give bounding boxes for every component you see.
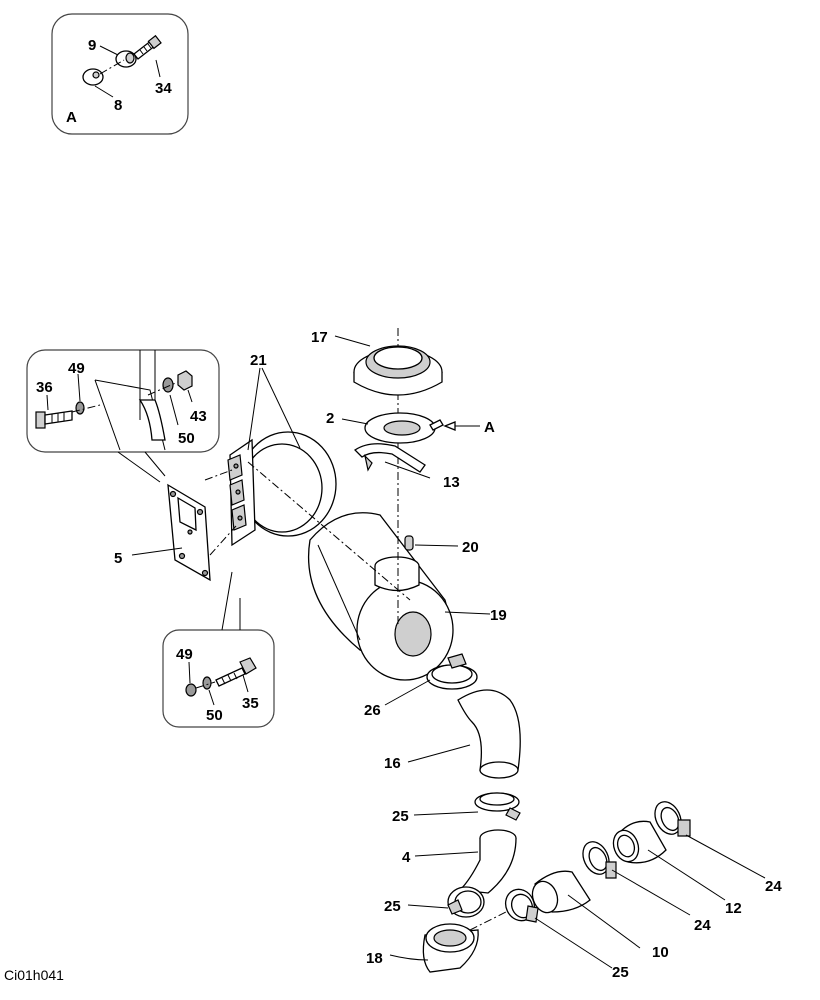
valve-20: 20: [404, 535, 479, 556]
label-18: 18: [366, 950, 383, 967]
label-25-upper: 25: [392, 808, 409, 825]
cap-9-icon: [115, 50, 137, 68]
label-a-main: A: [484, 419, 495, 436]
hose-clamp-24-right: 24: [654, 801, 782, 895]
label-36: 36: [36, 379, 53, 396]
label-16: 16: [384, 755, 401, 772]
clamp-band-21: 21: [204, 352, 337, 556]
washer-49b-icon: [185, 683, 197, 697]
hose-clamp-25-left: 25: [384, 886, 485, 918]
tube-12: 12: [612, 820, 742, 917]
label-a-detail: A: [66, 109, 77, 126]
mount-inset-top: 36 49 43 50: [26, 349, 220, 483]
label-10: 10: [652, 944, 669, 961]
nut-43-icon: [177, 370, 193, 391]
label-24-right: 24: [765, 878, 782, 895]
label-9: 9: [88, 37, 96, 54]
label-20: 20: [462, 539, 479, 556]
label-50-bottom: 50: [206, 707, 223, 724]
label-34: 34: [155, 80, 172, 97]
label-24-middle: 24: [694, 917, 711, 934]
label-26: 26: [364, 702, 381, 719]
label-5: 5: [114, 550, 122, 567]
housing-19: 19: [307, 512, 507, 681]
clip-13: 13: [353, 443, 460, 491]
label-49-bottom: 49: [176, 646, 193, 663]
label-43: 43: [190, 408, 207, 425]
bolt-34-icon: [133, 34, 162, 60]
elbow-hose-16: 16: [384, 689, 521, 779]
label-50-top: 50: [178, 430, 195, 447]
label-25-right: 25: [612, 964, 629, 981]
label-17: 17: [311, 329, 328, 346]
label-25-left: 25: [384, 898, 401, 915]
hose-clamp-25-upper: 25: [392, 792, 521, 825]
ring-2: 2: [326, 410, 436, 444]
bolt-36-icon: [35, 410, 73, 429]
label-21: 21: [250, 352, 267, 369]
bolt-35-icon: [215, 657, 257, 687]
washer-49-icon: [75, 401, 85, 415]
label-13: 13: [443, 474, 460, 491]
elbow-4: 4: [402, 829, 517, 894]
label-35: 35: [242, 695, 259, 712]
washer-50-icon: [162, 377, 174, 393]
clamp-axis: [247, 461, 411, 601]
bracket-5: 5: [114, 483, 211, 582]
label-19: 19: [490, 607, 507, 624]
hose-clamp-26: 26: [364, 653, 478, 719]
drawing-id: Ci01h041: [4, 967, 64, 983]
hose-clamp-25-right: 25: [504, 888, 629, 981]
elbow-18: 18: [366, 909, 511, 973]
hose-clamp-24-middle: 24: [582, 841, 711, 934]
cover-17: 17: [311, 329, 443, 396]
label-12: 12: [725, 900, 742, 917]
sleeve-8-icon: [82, 68, 104, 86]
mount-inset-bottom: 49 50 35: [162, 571, 275, 728]
detail-a-box: 9 34 8 A: [51, 13, 189, 135]
label-4: 4: [402, 849, 411, 866]
label-2: 2: [326, 410, 334, 427]
washer-50b-icon: [202, 676, 212, 690]
screw-a: A: [429, 419, 495, 436]
label-49-top: 49: [68, 360, 85, 377]
label-8: 8: [114, 97, 122, 114]
tube-10: 10: [531, 870, 669, 961]
